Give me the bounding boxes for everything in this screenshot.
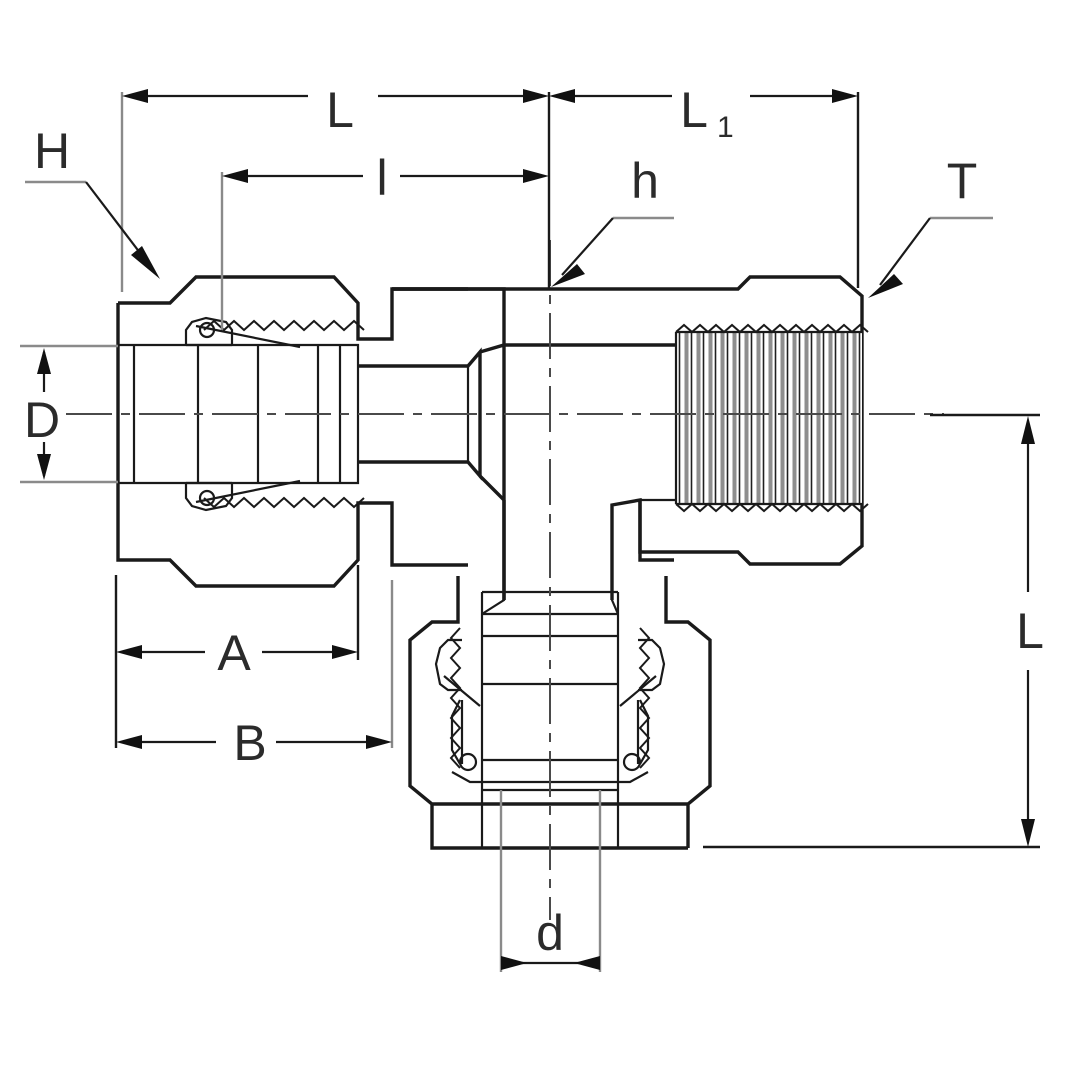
branch-tube-outline: [480, 590, 620, 850]
dimension-d-label: d: [536, 905, 564, 961]
branch-thread-right: [638, 627, 651, 769]
leader-T-label: T: [947, 153, 978, 209]
dimension-d-arrow-right: [574, 956, 600, 970]
dimension-L-arrow-left: [122, 89, 148, 103]
leader-h-line: [561, 217, 614, 276]
fitting-body: [116, 275, 869, 850]
dimension-d-arrow-left: [501, 956, 527, 970]
dimension-A-label: A: [217, 625, 251, 681]
dimension-B-arrow-right: [366, 735, 392, 749]
dimension-A: A: [114, 565, 360, 748]
leader-T-line: [879, 217, 931, 286]
left-nut-thread-bottom: [203, 496, 365, 509]
dimension-D-arrow-bottom: [37, 454, 51, 480]
branch-ferrule-left: [434, 638, 481, 707]
branch-thread-left: [449, 627, 462, 769]
leader-h: h: [551, 153, 674, 287]
dimension-L: L: [120, 82, 551, 292]
dimension-l: l: [220, 150, 549, 330]
left-nut-outline: [116, 275, 468, 588]
dimension-Lv-arrow-top: [1021, 416, 1035, 444]
dimension-L-arrow-right: [523, 89, 549, 103]
dimension-l-arrow-right: [523, 169, 549, 183]
left-ferrule-bead-upper: [198, 321, 216, 339]
dimension-A-arrow-left: [116, 645, 142, 659]
dimension-l-arrow-left: [222, 169, 248, 183]
dimension-L1: L 1: [549, 82, 860, 288]
dimension-A-arrow-right: [332, 645, 358, 659]
leader-H: H: [25, 123, 160, 279]
branch-ferrule-right: [619, 638, 666, 707]
dimension-d: d: [499, 790, 602, 972]
dimension-L1-label: L: [680, 82, 708, 138]
dimension-B: B: [116, 580, 394, 771]
npt-thread-hatch: [676, 332, 862, 504]
dimension-B-label: B: [233, 715, 266, 771]
dimension-Lv-arrow-bottom: [1021, 819, 1035, 847]
dimension-L1-subscript: 1: [717, 111, 734, 144]
branch-ferrule-left-lower: [450, 699, 464, 765]
leader-h-arrow: [551, 264, 585, 287]
dimension-layer: L L 1 l D: [20, 82, 1044, 972]
leader-H-arrow: [131, 246, 160, 279]
dimension-B-arrow-left: [116, 735, 142, 749]
npt-thread-crest-bottom: [675, 502, 869, 513]
npt-thread-crest-top: [675, 323, 869, 334]
branch-nut-outline: [408, 600, 712, 850]
dimension-Lv-label: L: [1016, 603, 1044, 659]
left-ferrule-bead-lower: [198, 489, 216, 507]
dimension-D-label: D: [24, 392, 60, 448]
leader-T-arrow: [868, 274, 903, 298]
dimension-l-label: l: [376, 150, 387, 206]
dimension-D-arrow-top: [37, 348, 51, 374]
left-nut-thread-top: [203, 319, 365, 332]
branch-upper-neck: [481, 576, 620, 615]
branch-nut-shoulder: [456, 576, 668, 600]
run-body-outline: [358, 347, 482, 481]
leader-H-label: H: [34, 123, 70, 179]
dimension-L1-arrow-left: [549, 89, 575, 103]
leader-T: T: [868, 153, 993, 298]
dimension-D: D: [20, 344, 118, 484]
branch-ferrule-right-lower: [636, 699, 650, 765]
right-leg-outline: [392, 275, 864, 566]
dimension-L-label: L: [326, 82, 354, 138]
dimension-L1-arrow-right: [832, 89, 858, 103]
dimension-L-vertical: L: [703, 413, 1044, 849]
leader-h-label: h: [631, 153, 659, 209]
